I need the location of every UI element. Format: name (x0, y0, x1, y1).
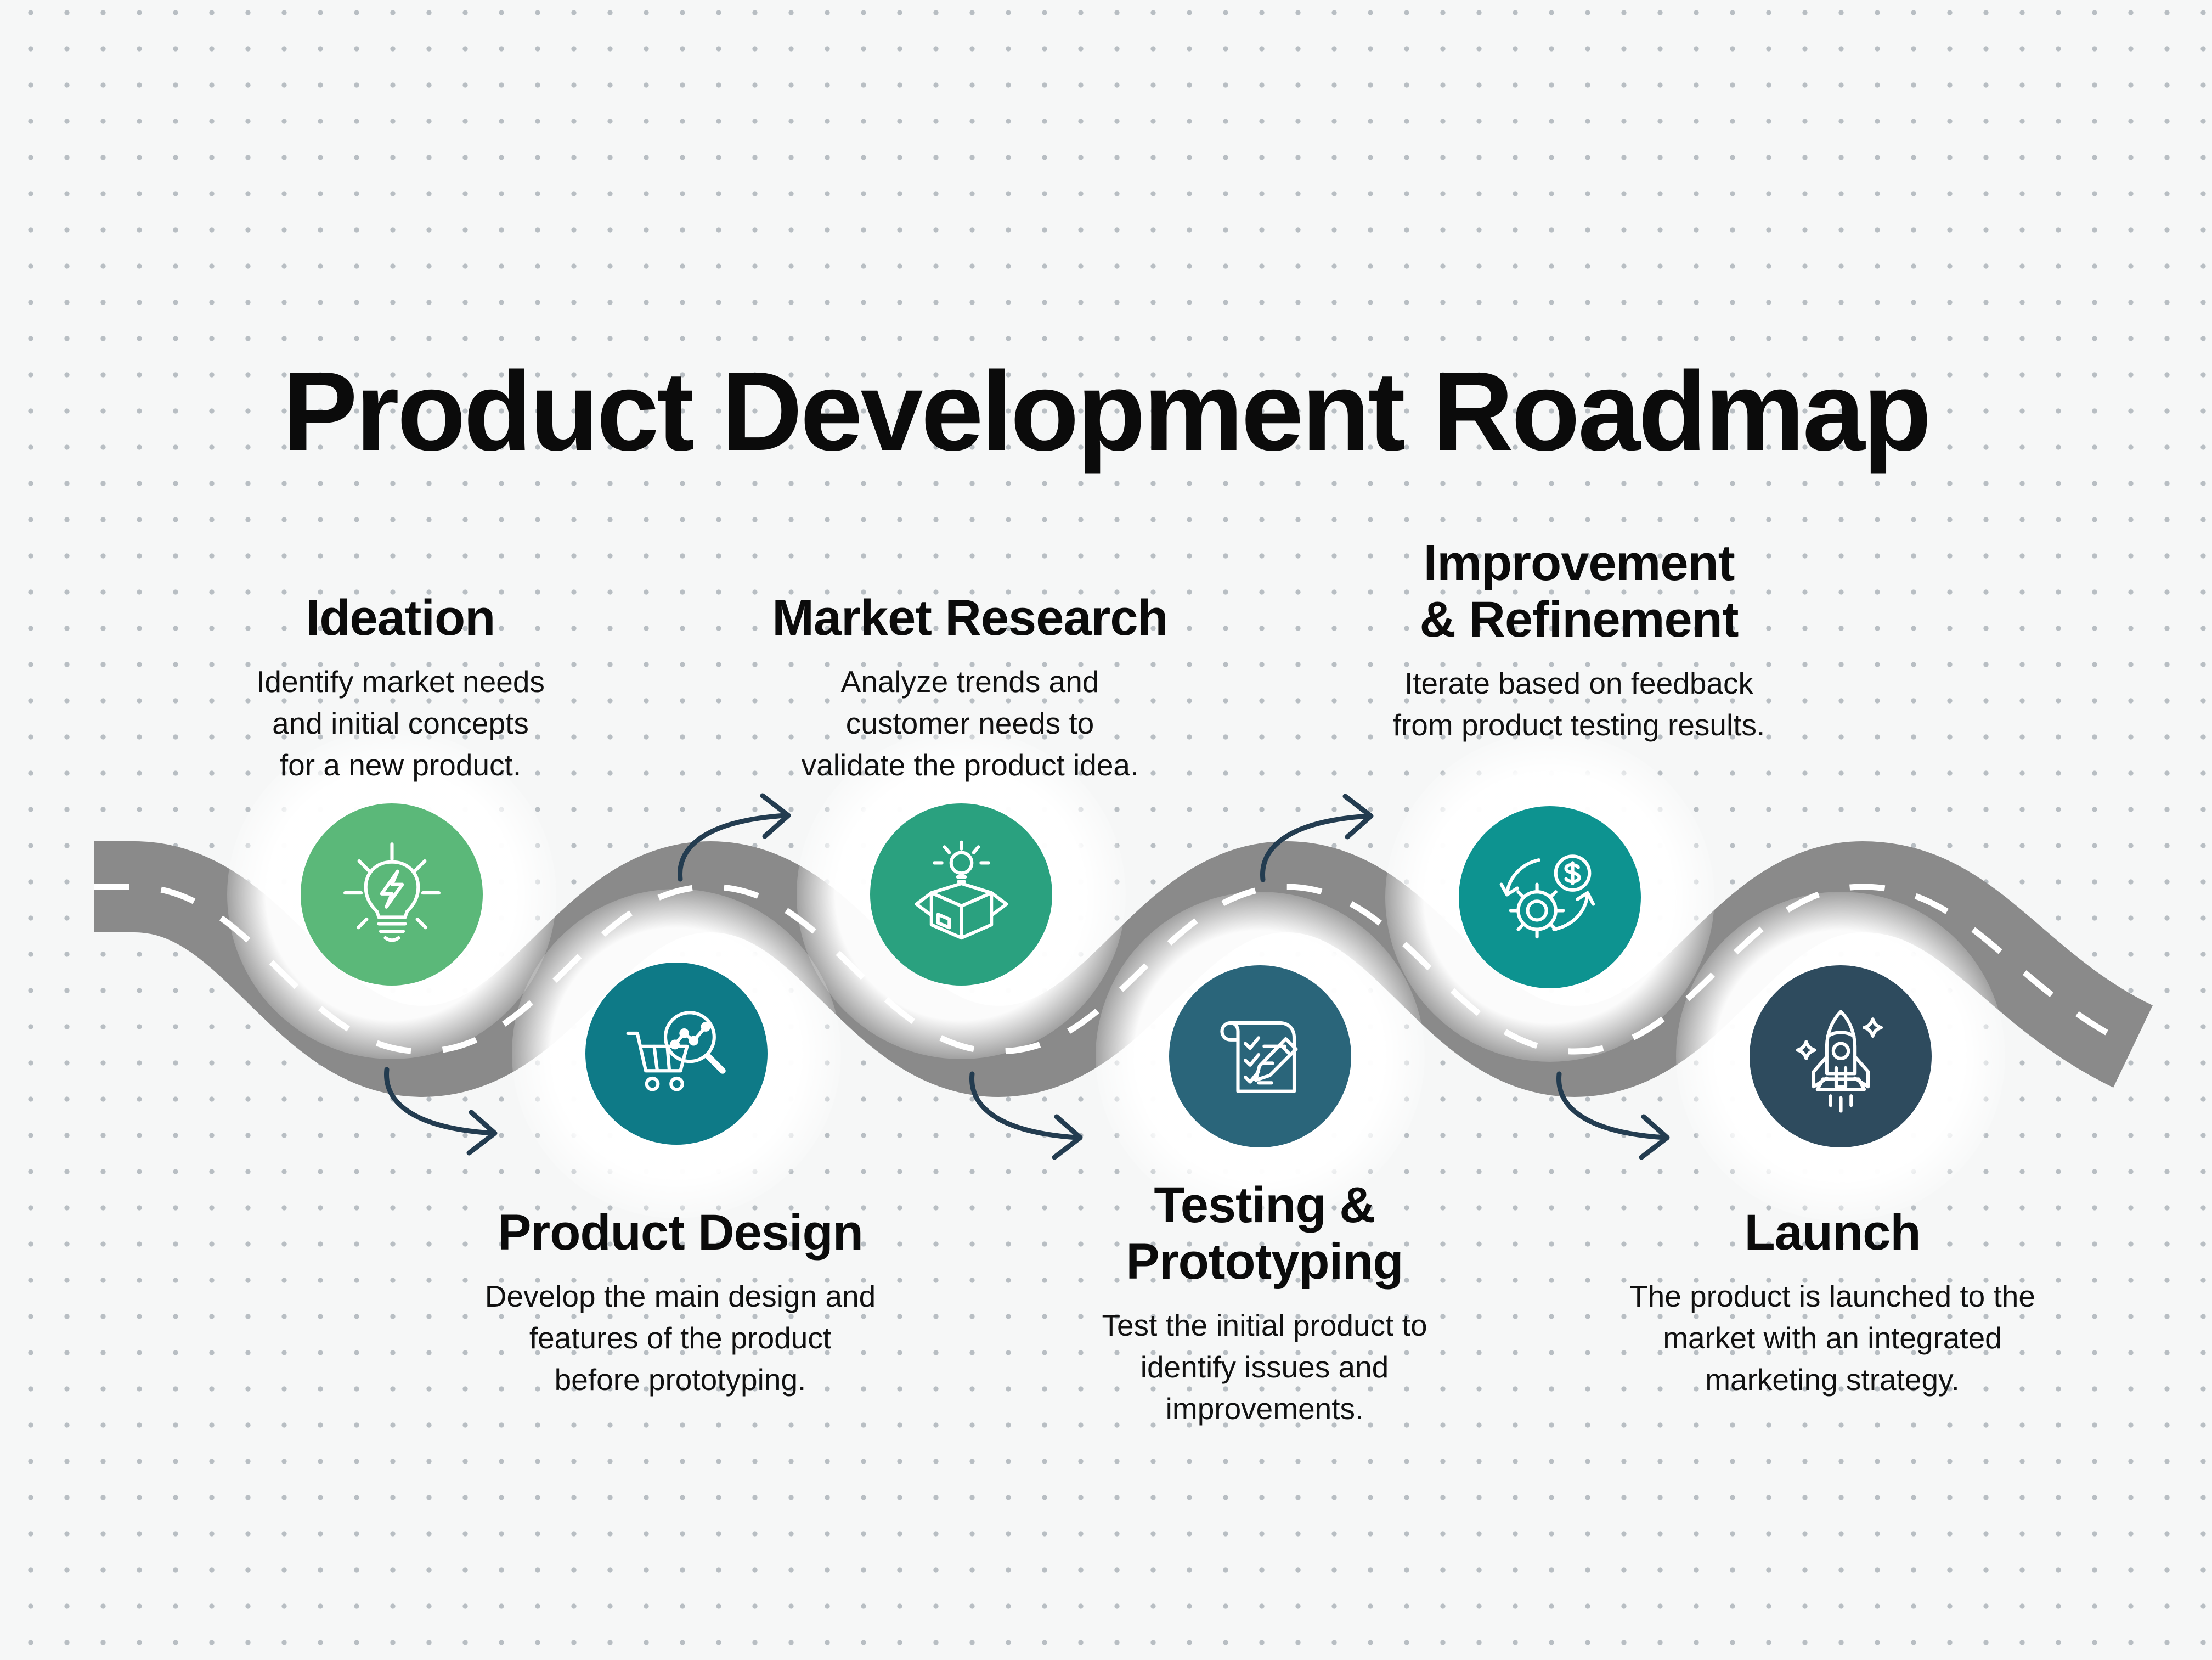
stage-text-market-research: Market Research Analyze trends and custo… (734, 590, 1206, 786)
stage-description: Develop the main design and features of … (484, 1279, 876, 1397)
curve-arrow-icon (384, 1067, 498, 1156)
stage-title: Ideation (306, 590, 496, 646)
stage-text-launch: Launch The product is launched to the ma… (1580, 1205, 2085, 1400)
gear-dollar-refresh-icon (1499, 854, 1595, 938)
stage-circle-ideation (301, 803, 483, 986)
curve-arrow-icon (969, 1071, 1083, 1160)
stage-circle-market-research (870, 803, 1052, 986)
stage-description: Iterate based on feedback from product t… (1392, 666, 1765, 742)
curve-arrow-icon (1556, 1071, 1670, 1160)
stage-description: The product is launched to the market wi… (1629, 1279, 2035, 1397)
open-box-idea-icon (914, 840, 1008, 939)
stage-title: Testing & Prototyping (1126, 1177, 1403, 1290)
curve-arrow-icon (678, 793, 791, 882)
stage-circle-improvement-refinement (1459, 806, 1641, 988)
page-title: Product Development Roadmap (283, 348, 1932, 475)
stage-title: Launch (1744, 1205, 1921, 1261)
stage-description: Analyze trends and customer needs to val… (801, 665, 1139, 783)
stage-text-improvement-refinement: Improvement & Refinement Iterate based o… (1332, 535, 1826, 746)
stage-title: Market Research (772, 590, 1168, 646)
lightbulb-bolt-icon (343, 842, 441, 942)
cart-search-chart-icon (626, 1010, 726, 1091)
curve-arrow-icon (1260, 794, 1374, 882)
stage-description: Identify market needs and initial concep… (256, 665, 545, 783)
stage-title: Improvement & Refinement (1419, 535, 1739, 648)
stage-text-product-design: Product Design Develop the main design a… (433, 1205, 927, 1400)
stage-circle-launch (1750, 965, 1932, 1147)
stage-circle-product-design (585, 963, 768, 1145)
checklist-pencil-icon (1220, 1021, 1297, 1093)
stage-circle-testing-prototyping (1169, 965, 1351, 1147)
stage-text-ideation: Ideation Identify market needs and initi… (208, 590, 592, 786)
rocket-icon (1796, 1009, 1883, 1113)
stage-text-testing-prototyping: Testing & Prototyping Test the initial p… (1056, 1177, 1473, 1430)
stage-title: Product Design (498, 1205, 864, 1261)
stage-description: Test the initial product to identify iss… (1102, 1308, 1427, 1426)
